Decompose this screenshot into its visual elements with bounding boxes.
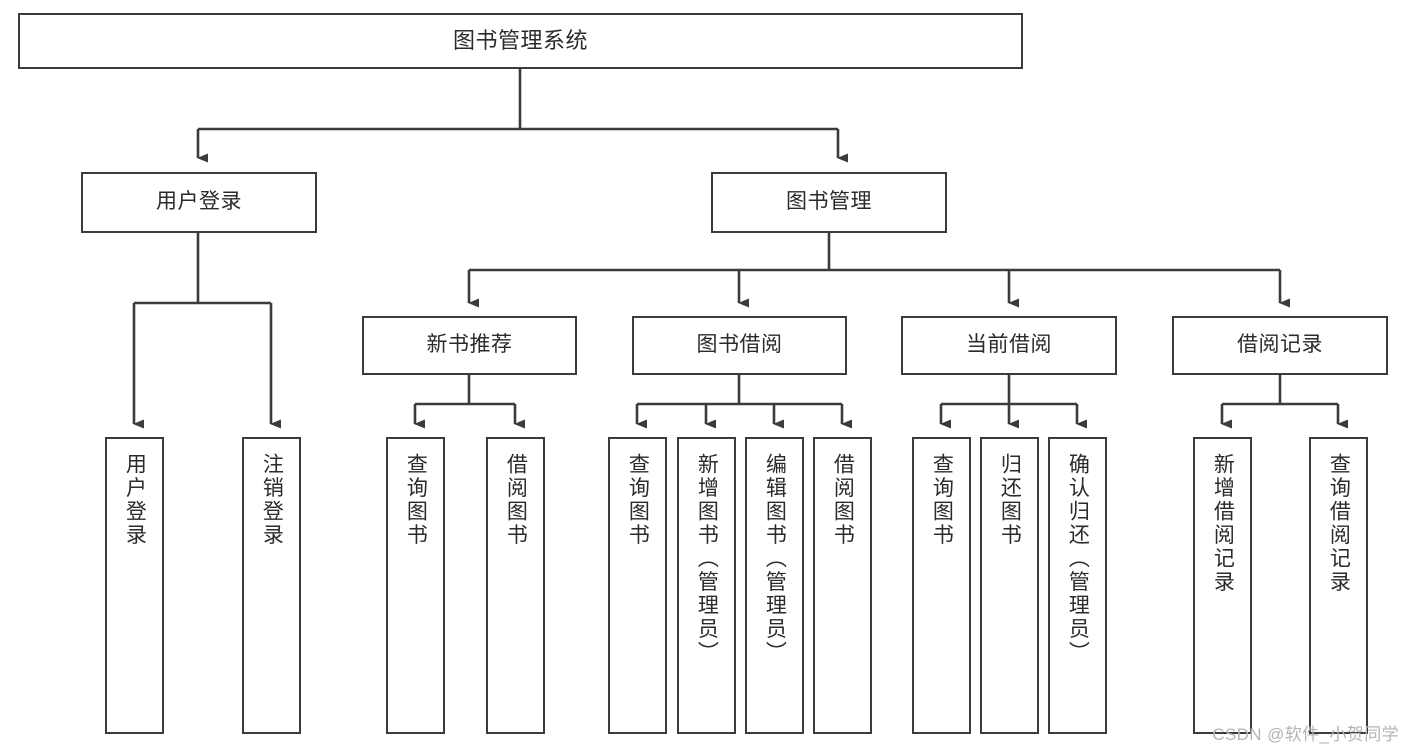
- node-label: 查询借阅记录: [1327, 453, 1351, 594]
- leaf-recommend-query-book[interactable]: 查询图书: [386, 437, 445, 734]
- node-label: 确认归还（管理员）: [1066, 453, 1090, 665]
- node-book-management[interactable]: 图书管理: [711, 172, 947, 233]
- node-label: 新增图书（管理员）: [695, 453, 719, 665]
- node-label: 图书管理: [786, 190, 872, 214]
- node-label: 图书管理系统: [452, 28, 588, 54]
- leaf-record-add-record[interactable]: 新增借阅记录: [1193, 437, 1252, 734]
- node-label: 借阅图书: [831, 453, 855, 547]
- node-label: 注销登录: [260, 453, 284, 547]
- leaf-record-query-record[interactable]: 查询借阅记录: [1309, 437, 1368, 734]
- node-label: 借阅图书: [504, 453, 528, 547]
- node-label: 新增借阅记录: [1211, 453, 1235, 594]
- node-current-borrow[interactable]: 当前借阅: [901, 316, 1117, 375]
- leaf-borrow-edit-book-admin[interactable]: 编辑图书（管理员）: [745, 437, 804, 734]
- watermark: CSDN @软件_小贺同学: [1212, 725, 1399, 744]
- leaf-current-query-book[interactable]: 查询图书: [912, 437, 971, 734]
- node-book-borrow[interactable]: 图书借阅: [632, 316, 847, 375]
- node-label: 图书借阅: [696, 333, 783, 357]
- node-label: 用户登录: [123, 453, 147, 547]
- node-label: 归还图书: [998, 453, 1022, 547]
- node-label: 当前借阅: [966, 333, 1052, 357]
- leaf-borrow-add-book-admin[interactable]: 新增图书（管理员）: [677, 437, 736, 734]
- leaf-borrow-borrow-book[interactable]: 借阅图书: [813, 437, 872, 734]
- node-user-login[interactable]: 用户登录: [81, 172, 317, 233]
- node-label: 编辑图书（管理员）: [763, 453, 787, 665]
- node-label: 查询图书: [930, 453, 954, 547]
- node-label: 用户登录: [156, 190, 242, 214]
- node-root-system[interactable]: 图书管理系统: [18, 13, 1023, 69]
- leaf-recommend-borrow-book[interactable]: 借阅图书: [486, 437, 545, 734]
- leaf-current-return-book[interactable]: 归还图书: [980, 437, 1039, 734]
- node-label: 借阅记录: [1237, 333, 1323, 357]
- leaf-current-confirm-return-admin[interactable]: 确认归还（管理员）: [1048, 437, 1107, 734]
- leaf-user-login-logout[interactable]: 注销登录: [242, 437, 301, 734]
- node-new-book-recommend[interactable]: 新书推荐: [362, 316, 577, 375]
- node-label: 查询图书: [404, 453, 428, 547]
- leaf-borrow-query-book[interactable]: 查询图书: [608, 437, 667, 734]
- node-label: 新书推荐: [426, 333, 513, 357]
- node-borrow-record[interactable]: 借阅记录: [1172, 316, 1388, 375]
- leaf-user-login-login[interactable]: 用户登录: [105, 437, 164, 734]
- node-label: 查询图书: [626, 453, 650, 547]
